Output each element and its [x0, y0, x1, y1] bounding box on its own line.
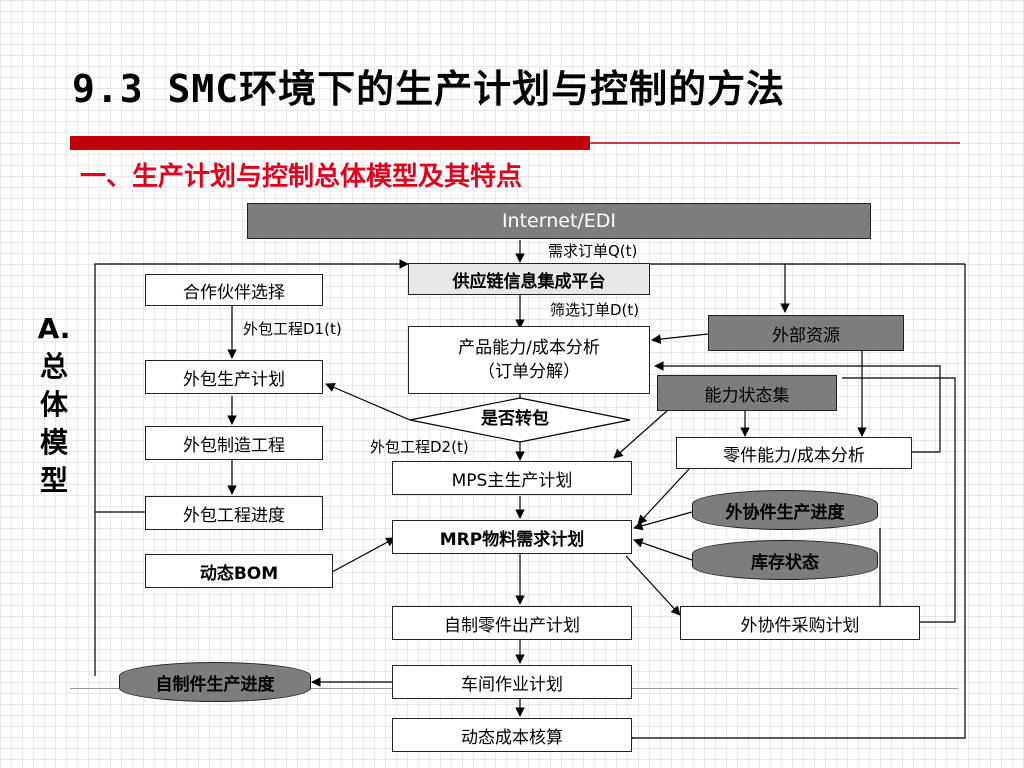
product-capacity-analysis-box: 产品能力/成本分析 （订单分解） — [408, 326, 650, 394]
product-capacity-analysis-line1: 产品能力/成本分析 — [458, 338, 600, 358]
scm-platform-box: 供应链信息集成平台 — [408, 263, 650, 295]
self-made-progress-store: 自制件生产进度 — [119, 662, 311, 702]
workshop-plan-box: 车间作业计划 — [392, 665, 632, 699]
subtitle: 一、生产计划与控制总体模型及其特点 — [80, 162, 523, 192]
demand-order-label: 需求订单Q(t) — [548, 242, 638, 260]
section-label: A.总体模型 — [37, 312, 71, 497]
parts-capacity-analysis-box: 零件能力/成本分析 — [676, 437, 912, 469]
outsource-decision-text: 是否转包 — [481, 409, 549, 429]
product-capacity-analysis-line2: （订单分解） — [478, 362, 580, 382]
outsource-plan-box: 外包生产计划 — [145, 360, 323, 394]
mps-box: MPS主生产计划 — [392, 461, 632, 495]
partner-selection-box: 合作伙伴选择 — [145, 274, 323, 306]
external-resources-box: 外部资源 — [708, 315, 904, 351]
title-rule-thin — [590, 142, 960, 144]
inventory-state-store: 库存状态 — [692, 540, 878, 580]
dynamic-cost-box: 动态成本核算 — [392, 718, 632, 752]
self-made-parts-plan-box: 自制零件出产计划 — [392, 606, 632, 640]
internet-edi-banner: Internet/EDI — [247, 203, 871, 239]
capacity-state-set-box: 能力状态集 — [657, 375, 837, 411]
outsource-d1-label: 外包工程D1(t) — [243, 320, 342, 338]
title-rule-thick — [70, 136, 590, 150]
page-title: 9.3 SMC环境下的生产计划与控制的方法 — [72, 67, 786, 111]
decision-diamond — [409, 397, 631, 443]
outsource-manufacturing-box: 外包制造工程 — [145, 426, 323, 460]
outsource-d2-label: 外包工程D2(t) — [370, 438, 469, 456]
subcontract-purchase-plan-box: 外协件采购计划 — [680, 606, 920, 640]
dynamic-bom-box: 动态BOM — [145, 554, 333, 588]
filtered-order-label: 筛选订单D(t) — [550, 301, 640, 319]
outsource-progress-box: 外包工程进度 — [145, 496, 323, 530]
subcontract-progress-store: 外协件生产进度 — [692, 490, 878, 530]
mrp-box: MRP物料需求计划 — [392, 520, 632, 554]
